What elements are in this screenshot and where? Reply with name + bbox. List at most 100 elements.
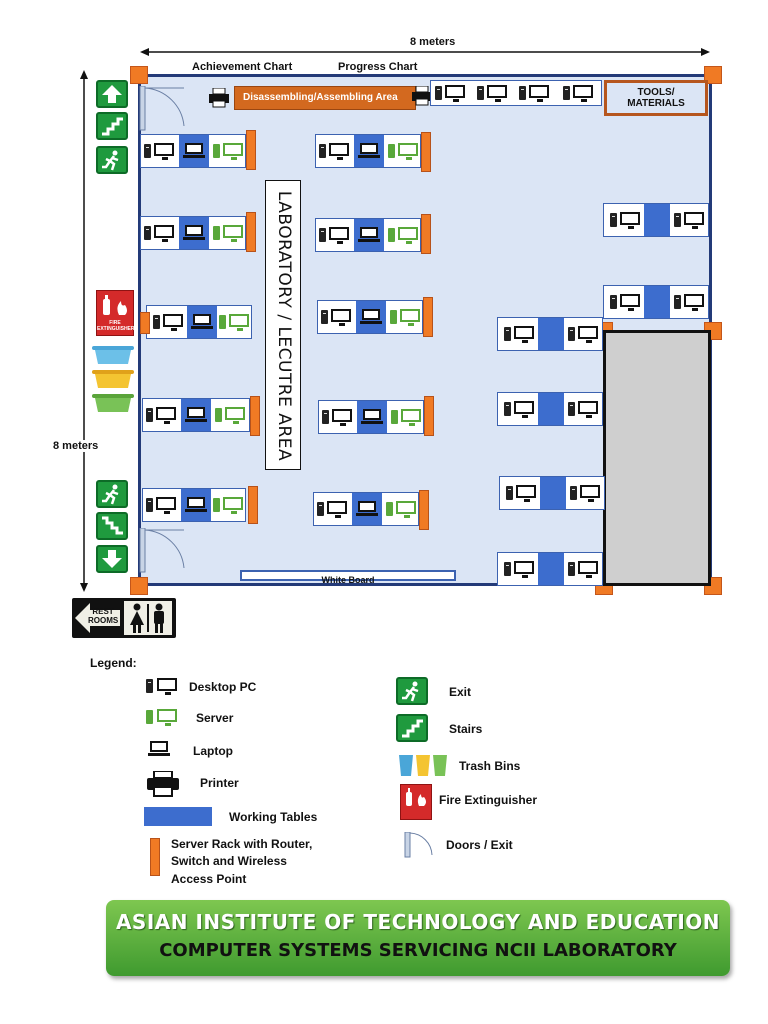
desktop-pc-icon [157,678,177,695]
working-table [313,492,419,526]
desktop-pc-icon [435,86,442,100]
desktop-pc-icon [154,143,174,160]
desktop-pc-icon [329,143,349,160]
working-table [497,392,603,426]
arrow-down-icon [96,545,128,573]
tools-label-line2: MATERIALS [627,98,685,109]
desktop-pc-icon [156,407,176,424]
desktop-pc-icon [516,485,536,502]
desktop-pc-icon [570,486,577,500]
desktop-pc-icon [610,213,617,227]
institute-banner: ASIAN INSTITUTE OF TECHNOLOGY AND EDUCAT… [106,900,730,976]
legend-working-tables: Working Tables [229,810,318,824]
server-icon [398,143,418,160]
server-icon [213,144,220,158]
disassembling-area-label: Disassembling/Assembling Area [243,92,398,103]
server-icon [390,310,397,324]
desktop-pc-icon [519,86,526,100]
working-table [317,300,423,334]
desktop-pc-icon [477,86,484,100]
rest-rooms-line2: ROOMS [88,616,119,625]
desktop-pc-icon [563,86,570,100]
fire-extinguisher-icon [103,295,127,315]
arrow-up-icon [96,80,128,108]
server-rack [140,312,150,334]
trash-bin-icon [398,753,450,777]
server-icon [157,709,177,726]
server-icon [146,710,153,724]
trash-bin-icon [92,368,134,388]
desktop-pc-icon [610,295,617,309]
banner-institute-name: ASIAN INSTITUTE OF TECHNOLOGY AND EDUCAT… [115,910,721,934]
desktop-pc-icon [578,561,598,578]
legend-server-rack-line3: Access Point [171,872,247,886]
desktop-pc-icon [684,212,704,229]
desktop-pc-icon [514,401,534,418]
working-table [318,400,424,434]
working-table [142,398,250,432]
stairs-icon [396,714,428,742]
door-icon [139,85,185,131]
laptop-icon [360,309,382,324]
left-arrow-icon [75,603,120,633]
server-icon [398,227,418,244]
server-rack [246,130,256,170]
width-label: 8 meters [410,36,456,48]
working-table [603,285,709,319]
corner-column [130,577,148,595]
fire-sign-line1: FIRE [109,320,121,326]
table-section [644,204,670,236]
desktop-pc-icon [332,409,352,426]
server-rack [246,212,256,252]
rest-rooms-line1: REST [92,607,114,616]
working-table [603,203,709,237]
running-man-icon [396,677,428,705]
desktop-pc-icon [163,314,183,331]
desktop-pc-icon [506,486,513,500]
stairs-icon [96,112,128,140]
server-rack [424,396,434,436]
storage-area [603,330,711,586]
legend-desktop-pc: Desktop PC [189,680,257,694]
achievement-chart-label: Achievement Chart [192,61,293,73]
desktop-pc-icon [153,315,160,329]
working-table [499,476,605,510]
tools-label-line1: TOOLS/ [637,87,675,98]
trash-bin-icon [92,392,134,412]
desktop-pc-icon [578,326,598,343]
door-top [138,85,188,132]
desktop-pc-icon [529,85,549,102]
legend-printer: Printer [200,776,239,790]
desktop-pc-icon [504,402,511,416]
laptop-icon [185,407,207,422]
legend-fire-extinguisher: Fire Extinguisher [439,793,538,807]
corner-column [704,66,722,84]
desktop-pc-icon [504,327,511,341]
desktop-pc-icon [327,501,347,518]
desktop-pc-icon [445,85,465,102]
fire-extinguisher-sign: FIRE EXTINGUISHER [96,290,135,336]
server-icon [225,407,245,424]
working-table [140,134,246,168]
corner-column [130,66,148,84]
running-man-icon [96,146,128,174]
desktop-pc-icon [620,212,640,229]
laptop-icon [358,227,380,242]
legend-title: Legend: [90,656,137,670]
laptop-icon [356,501,378,516]
server-icon [386,502,393,516]
server-icon [388,144,395,158]
legend-doors-exit: Doors / Exit [446,838,513,852]
desktop-pc-icon [573,85,593,102]
printer-icon [146,770,180,797]
fire-sign-line2: EXTINGUISHER [97,326,135,332]
table-section [540,477,566,509]
height-dimension [76,70,92,592]
laptop-icon [183,143,205,158]
server-icon [391,410,398,424]
server-icon [401,409,421,426]
door-icon [139,527,185,573]
working-table [142,488,246,522]
legend-laptop: Laptop [193,744,233,758]
server-rack [423,297,433,337]
